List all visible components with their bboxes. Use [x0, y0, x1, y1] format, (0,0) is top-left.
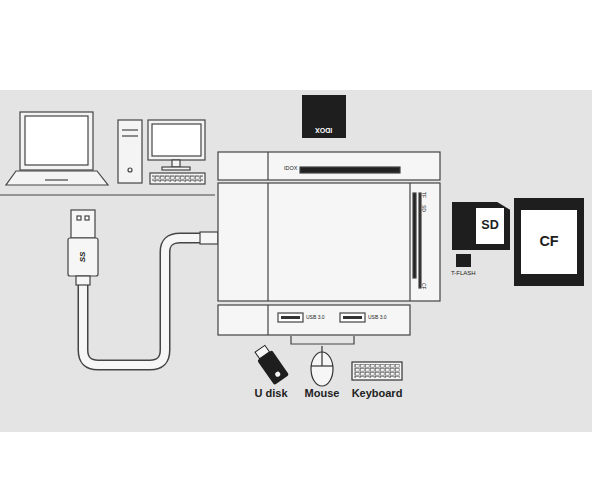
- hub-top-band: [218, 152, 440, 180]
- tower-button: [128, 168, 132, 172]
- usb-plug: [68, 210, 98, 285]
- pc-keyboard: [150, 173, 205, 184]
- monitor-stand: [172, 160, 180, 167]
- keyboard-body: [352, 362, 402, 380]
- usb-port: [278, 313, 303, 322]
- plug-hole: [77, 216, 81, 220]
- hub-seam: [267, 183, 268, 301]
- idox-card: IDOX: [302, 95, 346, 138]
- mouse-split: [311, 365, 333, 366]
- laptop-icon: [6, 112, 108, 185]
- cf-card: CF: [514, 198, 584, 286]
- mouse-split: [321, 352, 322, 366]
- hub-seam: [267, 152, 268, 180]
- micro-sd-card: T-FLASH: [456, 254, 471, 267]
- device-label: Keyboard: [352, 388, 403, 399]
- logo-label: SS: [79, 252, 87, 263]
- plug-body: [68, 238, 98, 276]
- card-label: SD: [476, 208, 504, 244]
- u-disk-body: [257, 350, 289, 385]
- slot-label: SD: [421, 205, 426, 212]
- u-disk-icon: [253, 344, 290, 385]
- keyboard-icon: [352, 362, 402, 380]
- hub-seam: [267, 305, 268, 335]
- usb-port-tongue: [343, 316, 362, 319]
- slot-label: CF: [421, 283, 426, 290]
- usb-port-tongue: [281, 316, 300, 319]
- laptop-screen: [20, 112, 93, 170]
- mouse-body: [311, 352, 333, 386]
- desktop-icon: [118, 120, 205, 184]
- card-label: IDOX: [315, 126, 332, 138]
- plug-metal: [71, 210, 95, 238]
- pc-tower: [118, 120, 142, 183]
- background-band: [0, 90, 592, 432]
- port-label: USB 3.0: [368, 315, 387, 320]
- plug-neck: [76, 276, 90, 285]
- hub-bottom-band: [218, 305, 410, 335]
- laptop-trackpad: [45, 179, 68, 180]
- cable-outline: [83, 238, 202, 365]
- slot-label: IDOX: [284, 166, 297, 172]
- divider-line: [0, 194, 215, 195]
- monitor-display: [152, 124, 201, 156]
- card-label: CF: [521, 210, 577, 274]
- hub-body: [218, 183, 440, 301]
- device-label: U disk: [254, 388, 287, 399]
- monitor: [148, 120, 205, 160]
- tower-drive: [122, 135, 138, 136]
- mouse-icon: [311, 346, 333, 386]
- cable-core: [83, 238, 202, 365]
- plug-hole: [85, 216, 89, 220]
- monitor-foot: [162, 167, 190, 170]
- u-disk-hole: [274, 371, 281, 378]
- keyboard-keys: [354, 364, 400, 378]
- laptop-display: [25, 116, 88, 165]
- laptop-base: [6, 171, 108, 185]
- usb-port: [340, 313, 365, 322]
- hub-cable-socket: [200, 232, 218, 244]
- usb-cable: [83, 238, 202, 365]
- port-bracket: [291, 336, 354, 344]
- idox-slot: [300, 167, 400, 173]
- pc-keys: [152, 175, 203, 182]
- hub-seam: [409, 183, 410, 301]
- sd-card: SD: [452, 202, 510, 250]
- card-label: T-FLASH: [451, 270, 476, 277]
- hub: [200, 152, 440, 335]
- tower-drive: [122, 129, 138, 130]
- sd-tf-slot: [413, 193, 416, 278]
- slot-label: TF: [421, 192, 426, 198]
- port-label: USB 3.0: [306, 315, 325, 320]
- device-label: Mouse: [305, 388, 340, 399]
- mouse-cord: [321, 346, 322, 352]
- cf-slot: [419, 193, 421, 288]
